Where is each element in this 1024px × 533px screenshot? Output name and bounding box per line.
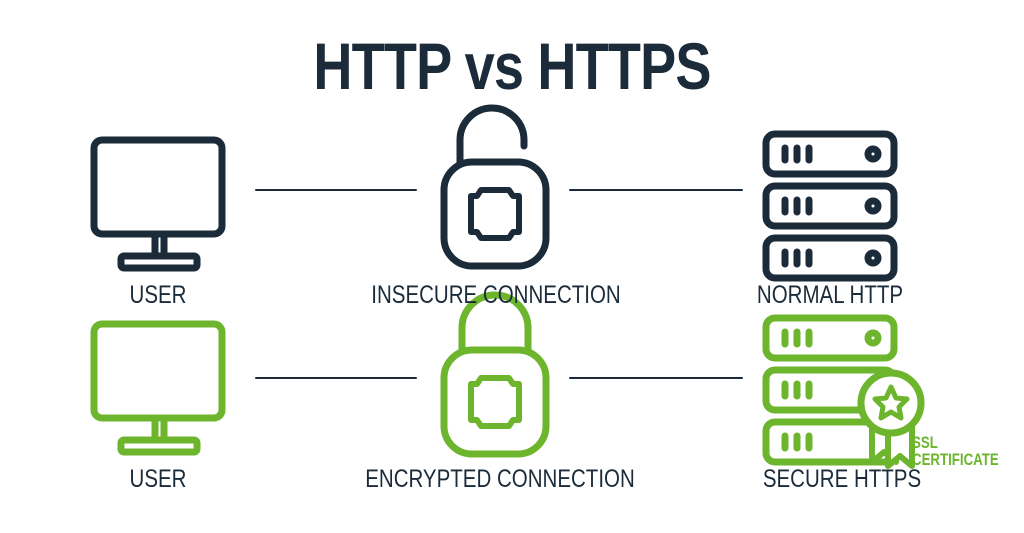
unlocked-padlock-icon [440, 104, 550, 270]
ssl-certificate-label: SSL CERTIFICATE [912, 434, 999, 468]
secure-https-label: SECURE HTTPS [762, 465, 922, 493]
http-row [90, 104, 898, 282]
monitor-icon [90, 320, 226, 456]
ssl-certificate-badge-icon [857, 369, 925, 469]
server-icon [762, 314, 898, 466]
user-label: USER [129, 281, 187, 309]
monitor-icon [90, 136, 226, 272]
locked-padlock-icon [440, 291, 550, 458]
ssl-text: SSL [912, 433, 938, 452]
server-icon [762, 130, 898, 282]
page-title: HTTP vs HTTPS [313, 29, 711, 103]
user-label: USER [129, 465, 187, 493]
certificate-text: CERTIFICATE [912, 450, 999, 469]
insecure-connection-label: INSECURE CONNECTION [371, 281, 621, 309]
normal-http-label: NORMAL HTTP [756, 281, 904, 309]
https-row [90, 291, 925, 469]
encrypted-connection-label: ENCRYPTED CONNECTION [365, 465, 635, 493]
